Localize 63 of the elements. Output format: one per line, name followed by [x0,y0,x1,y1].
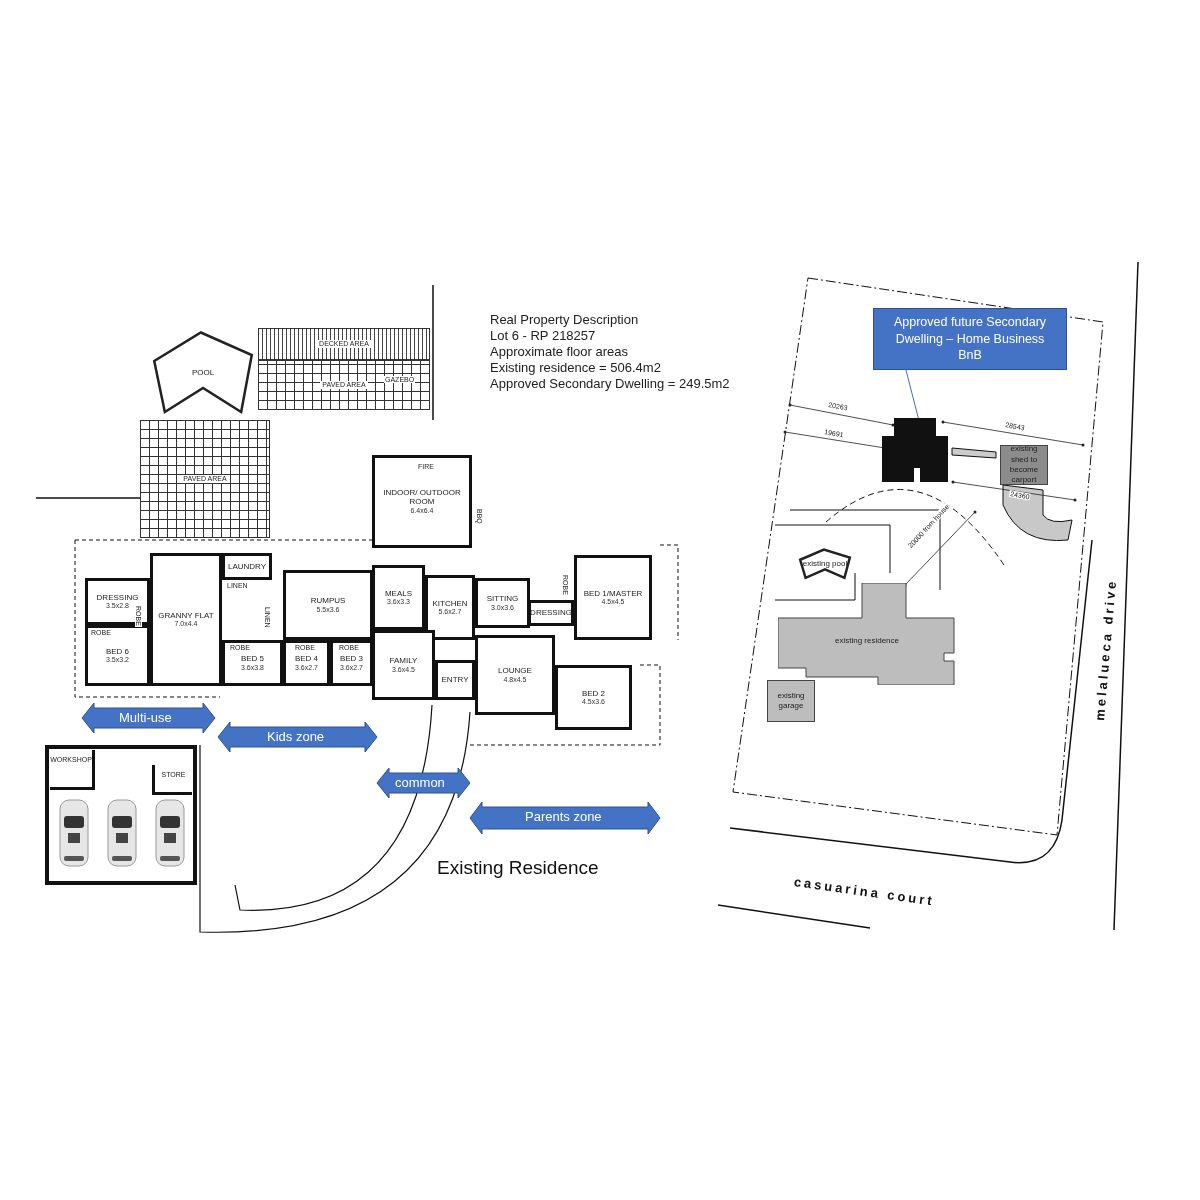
room [372,630,435,700]
room-name: BED 5 [240,654,265,664]
room [222,553,272,580]
shed-footprint [1000,445,1048,485]
room-name: LOUNGE [498,666,532,676]
room [425,575,475,640]
area-name: existing garage [776,690,806,712]
building-footprint [778,583,956,685]
room [372,455,472,548]
zone-label: Multi-use [119,711,172,724]
plan-caption: Existing Residence [437,858,599,877]
room-name: RUMPUS [310,596,346,606]
room [150,553,222,686]
info-text: Approved Secondary Dwelling = 249.5m2 [490,377,730,390]
room [222,640,283,686]
street-name: melalueca drive [1093,578,1119,722]
building-footprint [767,680,815,722]
room [85,625,150,686]
room-name: BED 6 [105,646,130,657]
paved-area [140,420,270,538]
info-text: Existing residence = 506.4m2 [490,361,661,374]
room-name: INDOOR/ OUTDOOR ROOM [382,488,462,507]
room-name: SITTING [486,594,519,604]
zone-label: common [395,776,445,789]
room [152,765,192,795]
building-footprint [882,418,948,482]
room-name: BED 3 [339,654,364,664]
area-name: existing pool [802,558,848,570]
room [435,660,475,700]
room-name: BED 4 [294,654,319,664]
area-name: existing shed to become carport [1008,444,1040,486]
room [50,750,95,790]
room [475,635,555,715]
room-name: GRANNY FLAT [158,610,214,621]
room-name: ENTRY [441,675,469,685]
pool-outline [798,548,852,580]
zone-label: Kids zone [267,730,325,743]
room-name: KITCHEN [432,598,468,609]
room-name: BED 2 [581,688,606,699]
room [283,640,330,686]
callout-text: Approved future Secondary Dwelling – Home Business BnB [892,313,1048,365]
room [574,555,652,640]
info-text: Real Property Description [490,313,639,326]
area-name: POOL [191,368,215,378]
info-text: Approximate floor areas [490,345,628,358]
room-name: BED 1/MASTER [583,588,643,599]
room-name: LAUNDRY [227,561,267,572]
room [372,565,425,630]
leader-line [905,369,919,419]
info-text: Lot 6 - RP 218257 [490,329,596,342]
room-name: FAMILY [389,656,418,666]
zone-label: Parents zone [525,810,602,823]
room-name: MEALS [384,588,413,599]
street-name: casuarina court [793,875,936,908]
room [555,665,632,730]
room-name: DRESSING [96,592,139,603]
decked-area [258,328,430,360]
room [283,570,373,640]
room [85,578,150,625]
area-name: existing residence [834,635,899,647]
paved-area [258,360,430,410]
room [475,578,530,628]
callout-box [873,308,1067,370]
